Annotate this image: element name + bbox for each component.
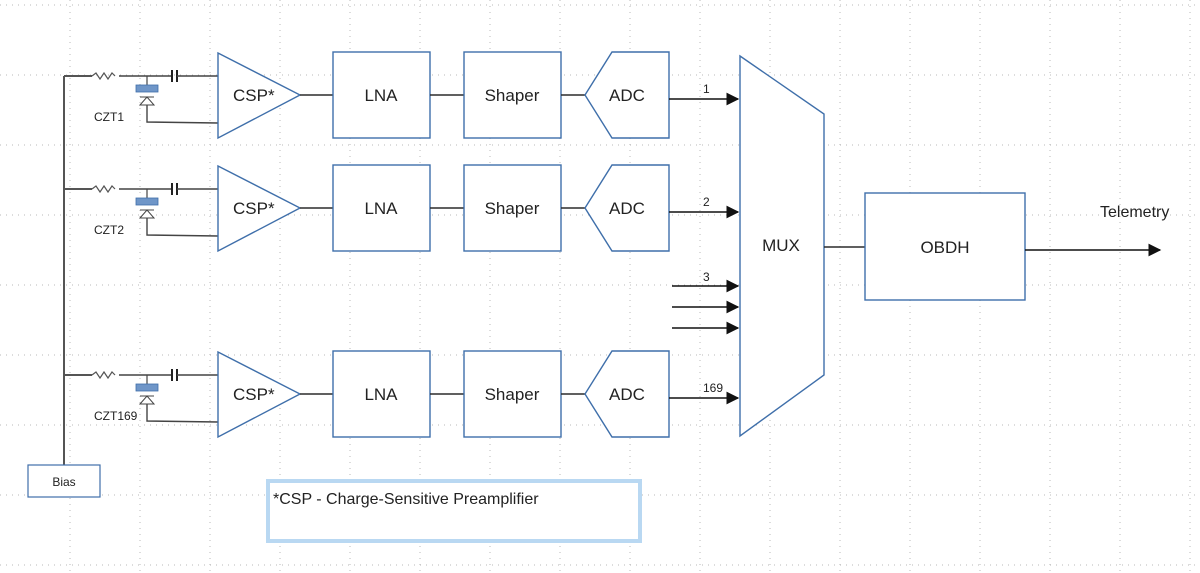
adc-label: ADC — [609, 199, 645, 218]
lna-label: LNA — [364, 86, 398, 105]
adc-block: ADC — [584, 350, 670, 438]
shaper-block: Shaper — [463, 51, 562, 139]
adc-label: ADC — [609, 385, 645, 404]
mux-block: MUX — [739, 54, 825, 438]
resistor-icon — [91, 184, 116, 194]
adc-block: ADC — [584, 51, 670, 139]
csp-label: CSP* — [233, 86, 275, 105]
csp-amplifier: CSP* — [217, 350, 302, 439]
telemetry-label: Telemetry — [1100, 204, 1169, 221]
csp-label: CSP* — [233, 199, 275, 218]
detector-label: CZT2 — [94, 223, 124, 237]
czt-detector-icon — [135, 189, 219, 237]
lna-label: LNA — [364, 199, 398, 218]
capacitor-icon — [171, 70, 178, 82]
csp-label: CSP* — [233, 385, 275, 404]
channel-row: CZT169 CSP* LNA Shaper ADC 169 — [64, 350, 740, 439]
mux-input-label: 1 — [703, 82, 710, 96]
bias-rail: Bias — [27, 76, 101, 498]
footnote-text: *CSP - Charge-Sensitive Preamplifier — [273, 491, 539, 508]
csp-amplifier: CSP* — [217, 51, 302, 140]
obdh-label: OBDH — [920, 238, 969, 257]
lna-block: LNA — [332, 350, 431, 438]
obdh-block: OBDH — [864, 192, 1026, 301]
telemetry-output: Telemetry — [1025, 204, 1169, 257]
mux-input-label: 2 — [703, 195, 710, 209]
capacitor-icon — [171, 369, 178, 381]
lna-label: LNA — [364, 385, 398, 404]
lna-block: LNA — [332, 51, 431, 139]
extra-mux-inputs: 3 — [672, 270, 740, 335]
footnote-box: *CSP - Charge-Sensitive Preamplifier — [266, 479, 642, 543]
mux-label: MUX — [762, 236, 800, 255]
bias-label: Bias — [52, 475, 75, 489]
channel-row: CZT1 CSP* LNA Shaper ADC 1 — [64, 51, 740, 140]
adc-block: ADC — [584, 164, 670, 252]
czt-detector-icon — [135, 76, 219, 124]
czt-detector-icon — [135, 375, 219, 423]
shaper-block: Shaper — [463, 350, 562, 438]
mux-input-label: 169 — [703, 381, 723, 395]
detector-label: CZT169 — [94, 409, 138, 423]
detector-label: CZT1 — [94, 110, 124, 124]
shaper-label: Shaper — [485, 86, 540, 105]
resistor-icon — [91, 71, 116, 81]
shaper-label: Shaper — [485, 199, 540, 218]
resistor-icon — [91, 370, 116, 380]
shaper-block: Shaper — [463, 164, 562, 252]
csp-amplifier: CSP* — [217, 164, 302, 253]
shaper-label: Shaper — [485, 385, 540, 404]
mux-input-3-label: 3 — [703, 270, 710, 284]
lna-block: LNA — [332, 164, 431, 252]
capacitor-icon — [171, 183, 178, 195]
channel-row: CZT2 CSP* LNA Shaper ADC 2 — [64, 164, 740, 253]
adc-label: ADC — [609, 86, 645, 105]
